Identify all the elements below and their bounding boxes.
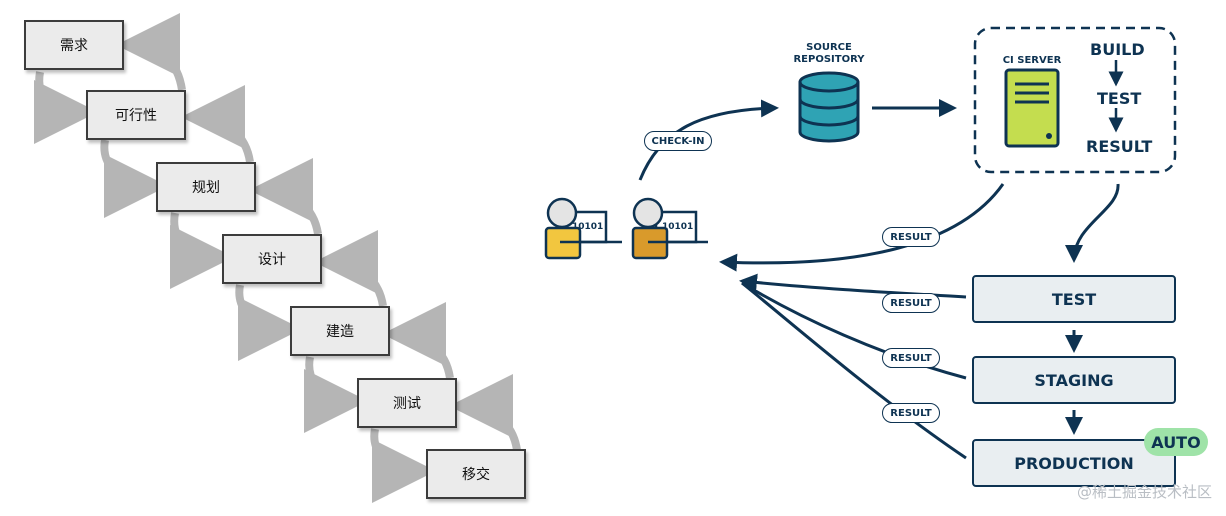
- pipeline-result: RESULT: [1086, 137, 1153, 156]
- result-label: RESULT: [882, 293, 940, 313]
- waterfall-step: 建造: [290, 306, 390, 356]
- waterfall-step: 测试: [357, 378, 457, 428]
- waterfall-step: 设计: [222, 234, 322, 284]
- database-icon: [798, 71, 860, 143]
- waterfall-step: 移交: [426, 449, 526, 499]
- waterfall-arrows: [33, 13, 521, 503]
- developer-icon: [544, 197, 622, 260]
- server-icon: [1004, 68, 1060, 148]
- result-label: RESULT: [882, 227, 940, 247]
- ci-server-frame: [973, 26, 1177, 174]
- code-label: 10101: [662, 222, 694, 232]
- watermark: @稀土掘金技术社区: [1076, 483, 1212, 501]
- stage-staging: STAGING: [972, 356, 1176, 404]
- repository-label: SOURCE REPOSITORY: [793, 42, 865, 65]
- result-label: RESULT: [882, 348, 940, 368]
- waterfall-step: 规划: [156, 162, 256, 212]
- pipeline-build: BUILD: [1090, 40, 1145, 59]
- code-label: 10101: [572, 222, 604, 232]
- stage-production: PRODUCTION: [972, 439, 1176, 487]
- developer-icon: [631, 197, 708, 260]
- stage-test: TEST: [972, 275, 1176, 323]
- auto-badge: AUTO: [1144, 428, 1208, 456]
- pipeline-test: TEST: [1097, 89, 1142, 108]
- checkin-label: CHECK-IN: [644, 131, 712, 151]
- ci-connectors: [638, 60, 1124, 460]
- ci-server-label: CI SERVER: [1002, 55, 1062, 66]
- result-label: RESULT: [882, 403, 940, 423]
- waterfall-step: 可行性: [86, 90, 186, 140]
- waterfall-step: 需求: [24, 20, 124, 70]
